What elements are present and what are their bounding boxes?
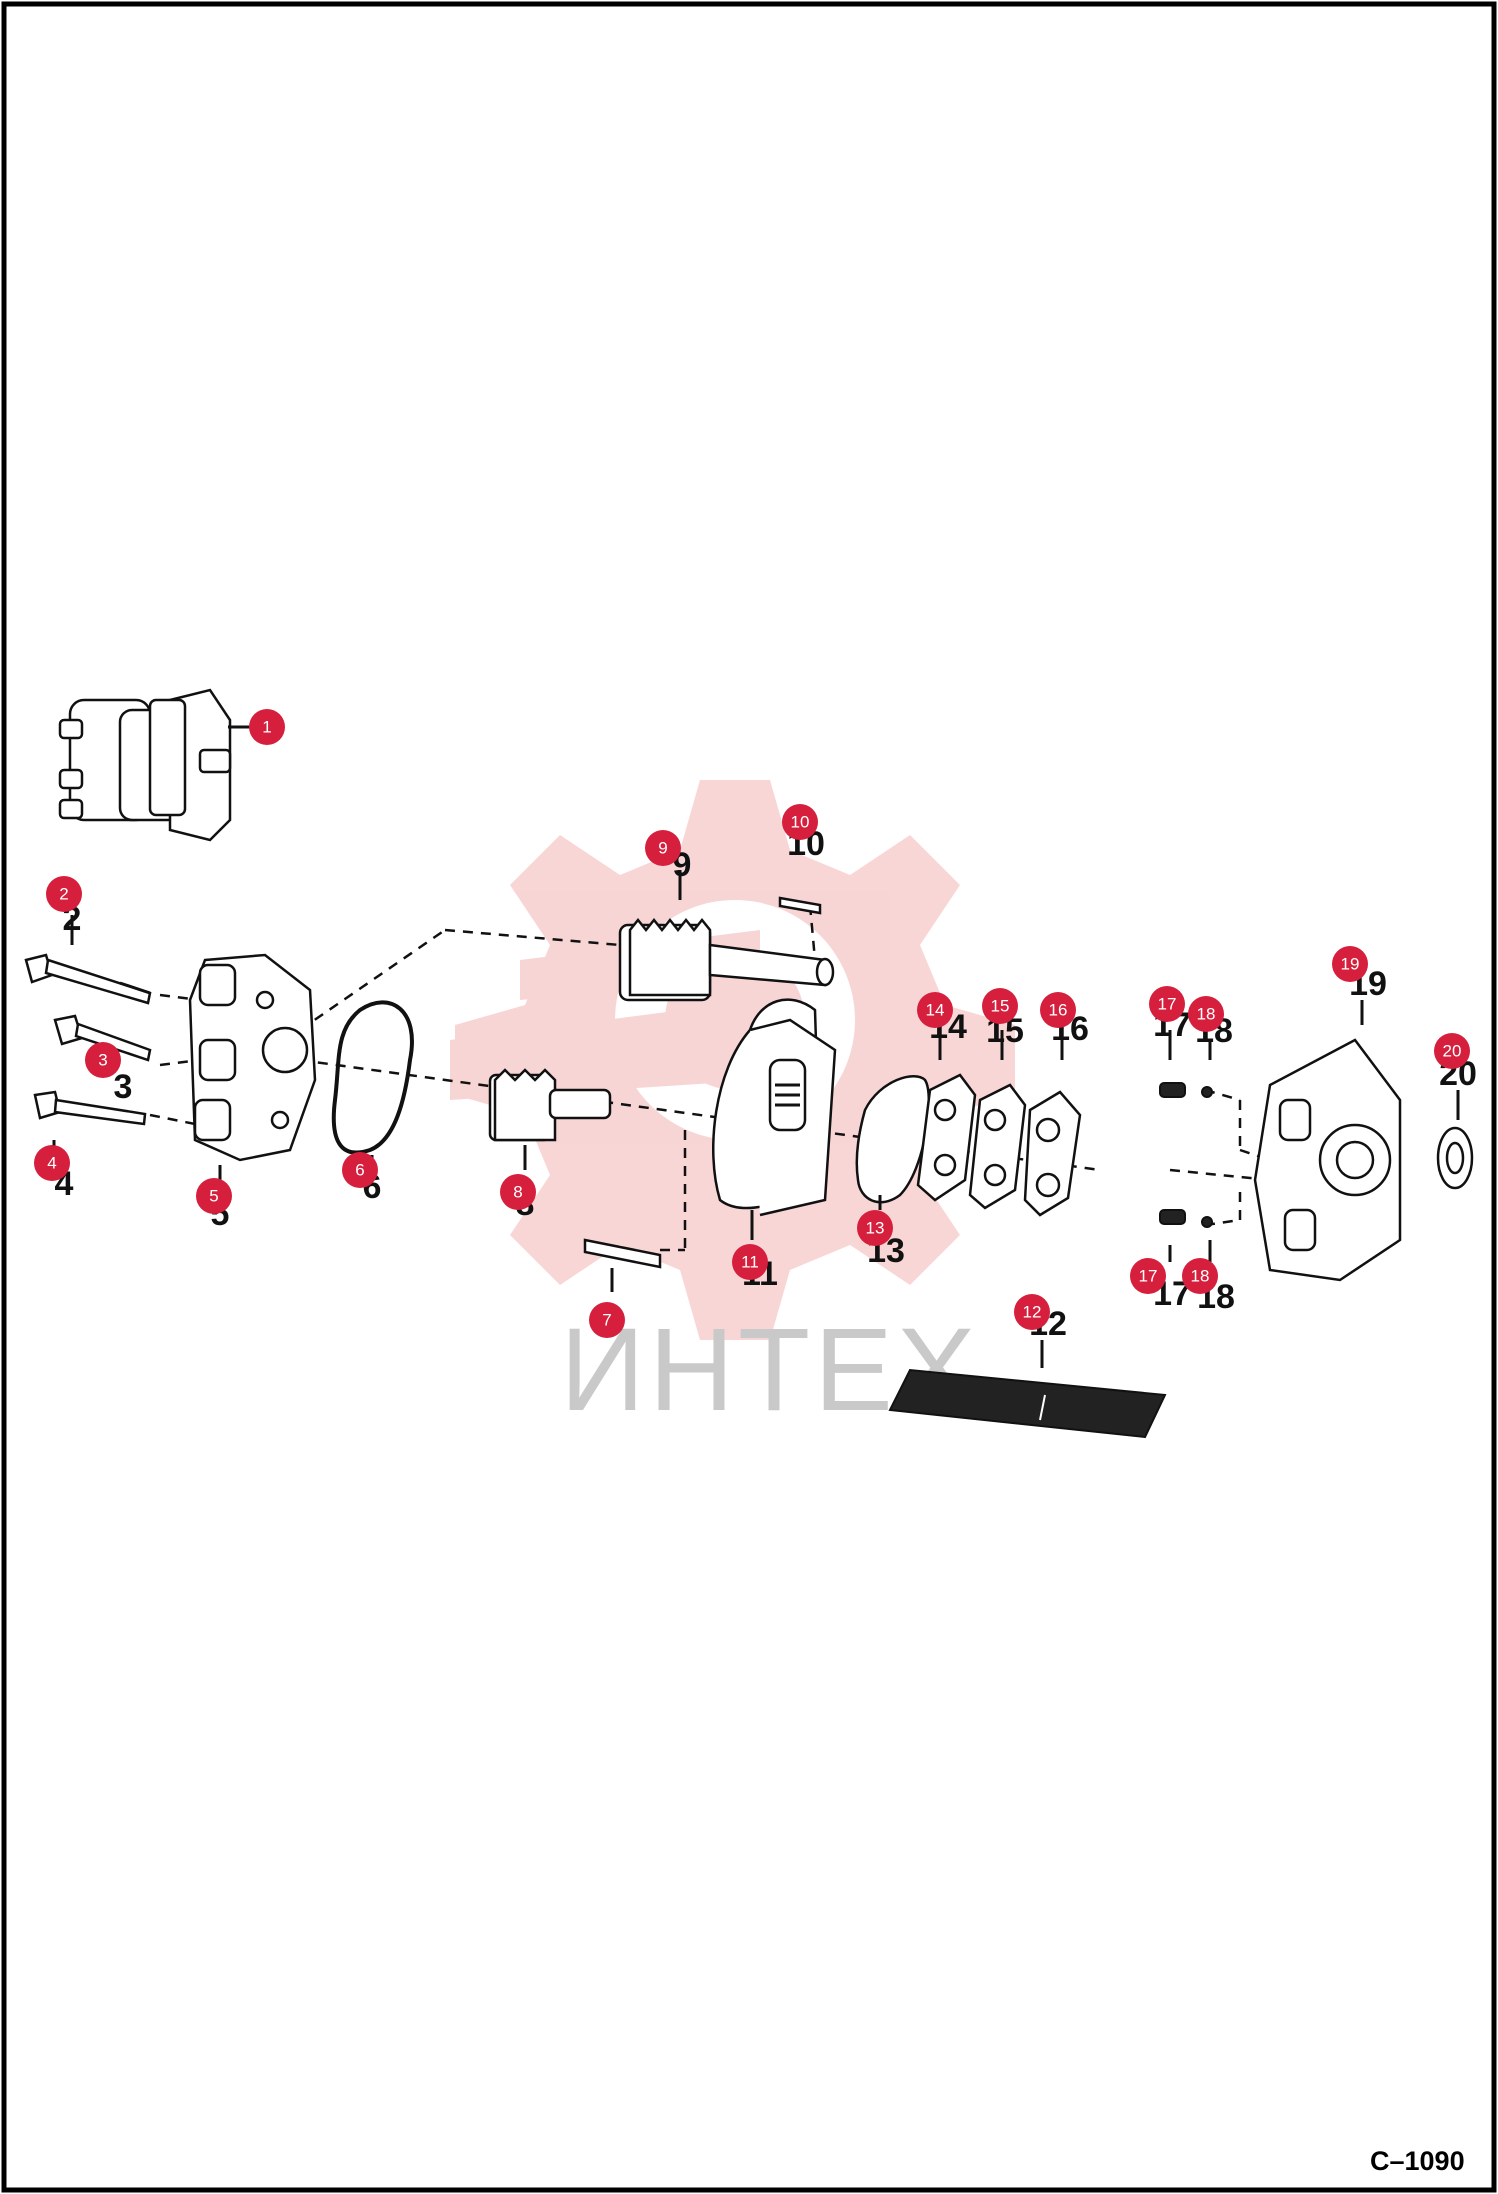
svg-text:12: 12 <box>1023 1303 1042 1322</box>
seal-kit <box>888 1368 1167 1439</box>
callout-12[interactable]: 12 <box>1014 1294 1050 1330</box>
svg-text:20: 20 <box>1443 1042 1462 1061</box>
svg-text:5: 5 <box>209 1187 218 1206</box>
seal-plate-3 <box>1023 1090 1082 1217</box>
seal-plate-1 <box>916 1073 977 1202</box>
svg-text:1: 1 <box>262 718 271 737</box>
assembled-pump <box>58 688 232 842</box>
shaft-key <box>778 896 822 915</box>
svg-text:10: 10 <box>791 813 810 832</box>
callout-15[interactable]: 15 <box>982 988 1018 1024</box>
callout-19[interactable]: 19 <box>1332 946 1368 982</box>
check-ball-upper <box>1201 1086 1213 1098</box>
callout-6[interactable]: 6 <box>342 1152 378 1188</box>
callout-5[interactable]: 5 <box>196 1178 232 1214</box>
callout-17-upper[interactable]: 17 <box>1149 986 1185 1022</box>
wear-plate <box>855 1075 931 1204</box>
callout-13[interactable]: 13 <box>857 1210 893 1246</box>
gear-housing <box>712 998 837 1217</box>
mounting-flange <box>1253 1038 1402 1282</box>
bolt-medium <box>53 1014 152 1062</box>
callout-7[interactable]: 7 <box>589 1302 625 1338</box>
svg-text:6: 6 <box>355 1161 364 1180</box>
watermark-text: ИНТЕХ <box>560 1304 980 1436</box>
callout-10[interactable]: 10 <box>782 804 818 840</box>
callout-8[interactable]: 8 <box>500 1174 536 1210</box>
gasket-ring <box>331 1000 414 1155</box>
svg-text:11: 11 <box>741 1253 759 1272</box>
callout-14[interactable]: 14 <box>917 992 953 1028</box>
svg-text:3: 3 <box>98 1051 107 1070</box>
callout-1[interactable]: 1 <box>249 709 285 745</box>
callout-2[interactable]: 2 <box>46 876 82 912</box>
callout-18-lower[interactable]: 18 <box>1182 1258 1218 1294</box>
bolt-long <box>24 953 152 1005</box>
svg-text:14: 14 <box>926 1001 945 1020</box>
svg-text:13: 13 <box>866 1219 885 1238</box>
svg-text:9: 9 <box>658 839 667 858</box>
svg-text:18: 18 <box>1191 1267 1210 1286</box>
svg-text:17: 17 <box>1139 1267 1158 1286</box>
svg-text:19: 19 <box>1341 955 1360 974</box>
svg-text:17: 17 <box>1158 995 1177 1014</box>
callout-11[interactable]: 11 <box>732 1244 768 1280</box>
svg-text:16: 16 <box>1049 1001 1068 1020</box>
relief-spring-upper <box>1159 1082 1186 1098</box>
bolt-short <box>33 1090 147 1126</box>
shaft-seal <box>1436 1126 1474 1190</box>
callout-3[interactable]: 3 <box>85 1042 121 1078</box>
dowel-pin <box>583 1238 662 1269</box>
callout-20[interactable]: 20 <box>1434 1033 1470 1069</box>
callout-9[interactable]: 9 <box>645 830 681 866</box>
svg-text:7: 7 <box>602 1311 611 1330</box>
svg-text:18: 18 <box>1197 1005 1216 1024</box>
svg-text:4: 4 <box>47 1154 56 1173</box>
callout-17-lower[interactable]: 17 <box>1130 1258 1166 1294</box>
callout-16[interactable]: 16 <box>1040 992 1076 1028</box>
callout-markers: 1 2 3 4 5 6 7 8 9 10 11 12 13 14 15 16 1… <box>34 709 1470 1338</box>
svg-text:8: 8 <box>513 1183 522 1202</box>
seal-plate-2 <box>968 1083 1027 1210</box>
callout-18-upper[interactable]: 18 <box>1188 996 1224 1032</box>
svg-text:15: 15 <box>991 997 1010 1016</box>
front-cover <box>188 953 317 1162</box>
check-ball-lower <box>1201 1216 1213 1228</box>
callout-4[interactable]: 4 <box>34 1145 70 1181</box>
drive-shaft-gear <box>618 917 835 1002</box>
svg-text:3: 3 <box>114 1068 133 1106</box>
document-code: C–1090 <box>1370 2146 1465 2176</box>
idler-gear <box>488 1068 612 1142</box>
relief-spring-lower <box>1159 1209 1186 1225</box>
svg-text:2: 2 <box>59 885 68 904</box>
